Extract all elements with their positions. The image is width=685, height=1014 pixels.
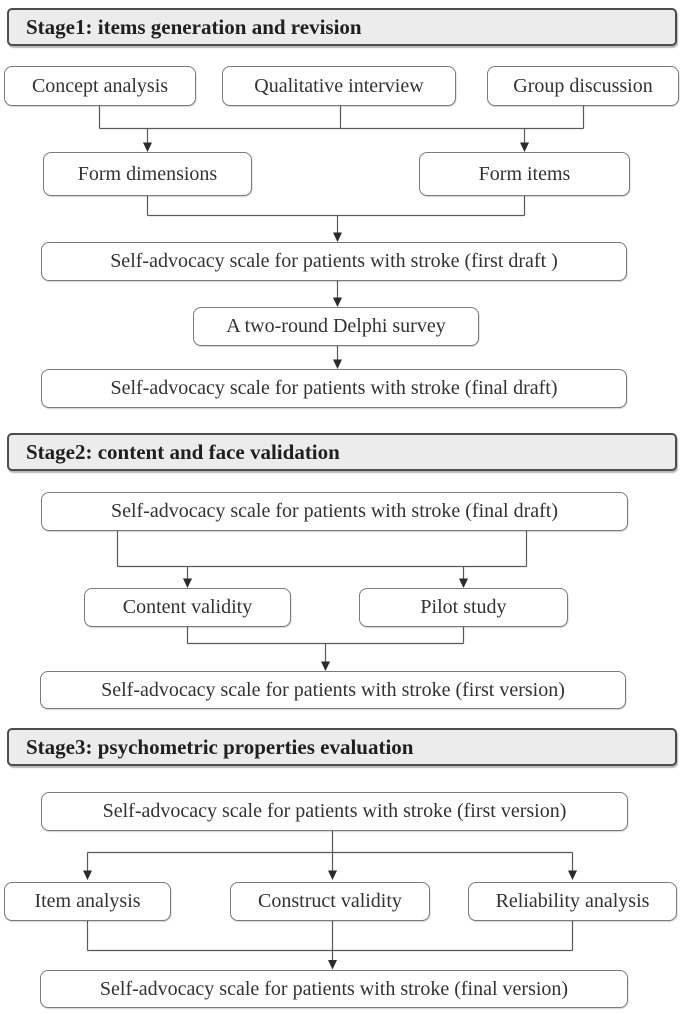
node-construct-validity: Construct validity xyxy=(230,882,430,921)
node-group-discussion: Group discussion xyxy=(487,66,679,106)
node-concept-analysis: Concept analysis xyxy=(4,66,196,106)
node-scale-first-draft: Self-advocacy scale for patients with st… xyxy=(41,242,627,281)
node-scale-final-version: Self-advocacy scale for patients with st… xyxy=(40,970,628,1008)
node-delphi-survey: A two-round Delphi survey xyxy=(193,307,479,346)
node-scale-first-version: Self-advocacy scale for patients with st… xyxy=(40,671,626,709)
node-scale-final-draft: Self-advocacy scale for patients with st… xyxy=(41,369,627,408)
node-pilot-study: Pilot study xyxy=(359,588,568,627)
node-form-dimensions: Form dimensions xyxy=(43,152,252,196)
node-item-analysis: Item analysis xyxy=(4,882,171,921)
node-scale-first-version-2: Self-advocacy scale for patients with st… xyxy=(41,792,628,831)
node-reliability-analysis: Reliability analysis xyxy=(468,882,677,921)
node-form-items: Form items xyxy=(419,152,630,196)
stage2-header: Stage2: content and face validation xyxy=(7,433,677,471)
node-content-validity: Content validity xyxy=(84,588,291,627)
stage3-header: Stage3: psychometric properties evaluati… xyxy=(7,728,677,766)
node-scale-final-draft-2: Self-advocacy scale for patients with st… xyxy=(41,492,628,531)
node-qualitative-interview: Qualitative interview xyxy=(222,66,456,106)
stage1-header: Stage1: items generation and revision xyxy=(7,8,677,46)
